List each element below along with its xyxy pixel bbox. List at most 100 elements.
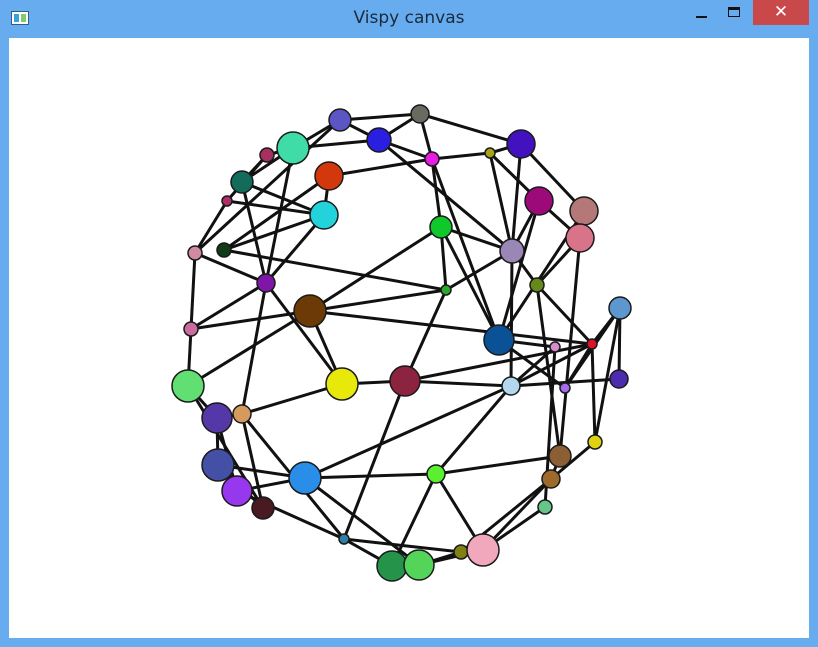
graph-edge — [189, 251, 197, 331]
graph-node[interactable] — [376, 550, 408, 582]
graph-node[interactable] — [484, 147, 496, 159]
graph-edge — [430, 157, 501, 342]
graph-node[interactable] — [549, 341, 561, 353]
graph-edge — [434, 384, 513, 476]
graph-node[interactable] — [466, 533, 500, 567]
graph-node[interactable] — [506, 129, 536, 159]
graph-node[interactable] — [529, 277, 545, 293]
graph-edge — [240, 382, 344, 416]
graph-node[interactable] — [587, 434, 603, 450]
graph-node[interactable] — [403, 549, 435, 581]
graph-edge — [510, 142, 523, 253]
graph-node[interactable] — [314, 161, 344, 191]
graph-node[interactable] — [293, 294, 327, 328]
graph-edge — [497, 199, 541, 342]
graph-node[interactable] — [569, 196, 599, 226]
graph-node[interactable] — [216, 242, 232, 258]
graph-node[interactable] — [230, 170, 254, 194]
graph-node[interactable] — [565, 223, 595, 253]
graph-node[interactable] — [501, 376, 521, 396]
graph-node[interactable] — [389, 365, 421, 397]
minimize-button[interactable] — [690, 0, 716, 26]
graph-edge — [308, 225, 443, 313]
graph-node[interactable] — [328, 108, 352, 132]
graph-node[interactable] — [548, 444, 572, 468]
graph-edge — [222, 174, 331, 252]
graph-node[interactable] — [586, 338, 598, 350]
graph-node[interactable] — [288, 461, 322, 495]
graph-node[interactable] — [410, 104, 430, 124]
icon-pane — [21, 14, 26, 22]
graph-edge — [222, 213, 326, 252]
graph-node[interactable] — [276, 131, 310, 165]
graph-node[interactable] — [171, 369, 205, 403]
graph-edge — [264, 281, 344, 386]
graph-node[interactable] — [221, 475, 253, 507]
graph-node[interactable] — [338, 533, 350, 545]
graph-node[interactable] — [201, 448, 235, 482]
close-button[interactable]: ✕ — [753, 0, 809, 25]
graph-node[interactable] — [537, 499, 553, 515]
graph-node[interactable] — [309, 200, 339, 230]
graph-edge — [439, 225, 501, 342]
graph-node[interactable] — [183, 321, 199, 337]
graph-edge — [264, 213, 326, 285]
graph-node[interactable] — [608, 296, 632, 320]
graph-edge — [403, 288, 448, 383]
graph-node[interactable] — [187, 245, 203, 261]
graph-edge — [303, 384, 513, 480]
graph-edge — [193, 251, 268, 285]
graph-node[interactable] — [424, 151, 440, 167]
graph-node[interactable] — [453, 544, 469, 560]
graph-node[interactable] — [524, 186, 554, 216]
graph-node[interactable] — [499, 238, 525, 264]
graph-node[interactable] — [609, 369, 629, 389]
title-bar[interactable]: Vispy canvas ✕ — [0, 0, 818, 38]
maximize-button[interactable] — [722, 0, 748, 26]
graph-node[interactable] — [366, 127, 392, 153]
graph-node[interactable] — [201, 402, 233, 434]
node-layer — [171, 104, 632, 582]
graph-edge — [418, 112, 523, 146]
maximize-icon — [728, 7, 740, 17]
graph-edge — [434, 454, 562, 476]
graph-node[interactable] — [429, 215, 453, 239]
graph-edge — [193, 118, 342, 255]
graph-drawing[interactable] — [9, 38, 809, 638]
graph-edge — [519, 142, 586, 213]
graph-edge — [488, 151, 514, 253]
vispy-canvas[interactable] — [9, 38, 809, 638]
graph-edge — [189, 281, 268, 331]
graph-node[interactable] — [256, 273, 276, 293]
graph-node[interactable] — [325, 367, 359, 401]
graph-edge — [430, 151, 492, 161]
graph-node[interactable] — [259, 147, 275, 163]
graph-edge — [189, 309, 312, 331]
graph-node[interactable] — [440, 284, 452, 296]
graph-edge — [235, 489, 346, 541]
graph-node[interactable] — [483, 324, 515, 356]
graph-edge — [403, 342, 594, 383]
graph-edge — [225, 199, 326, 217]
graph-edge — [590, 342, 597, 444]
graph-edge — [186, 309, 312, 388]
graph-edge — [222, 248, 448, 292]
graph-edge — [193, 199, 229, 255]
graph-edge — [617, 306, 622, 381]
graph-node[interactable] — [559, 382, 571, 394]
minimize-icon — [696, 16, 707, 18]
graph-edge — [342, 537, 463, 554]
graph-node[interactable] — [541, 469, 561, 489]
graph-node[interactable] — [426, 464, 446, 484]
graph-edge — [593, 306, 622, 444]
graph-edge — [563, 342, 594, 390]
graph-edge — [303, 472, 438, 480]
graph-node[interactable] — [232, 404, 252, 424]
graph-edge — [535, 283, 594, 346]
graph-node[interactable] — [251, 496, 275, 520]
graph-edge — [240, 180, 268, 285]
graph-edge — [338, 112, 422, 122]
graph-node[interactable] — [221, 195, 233, 207]
app-window-icon[interactable] — [11, 11, 29, 25]
